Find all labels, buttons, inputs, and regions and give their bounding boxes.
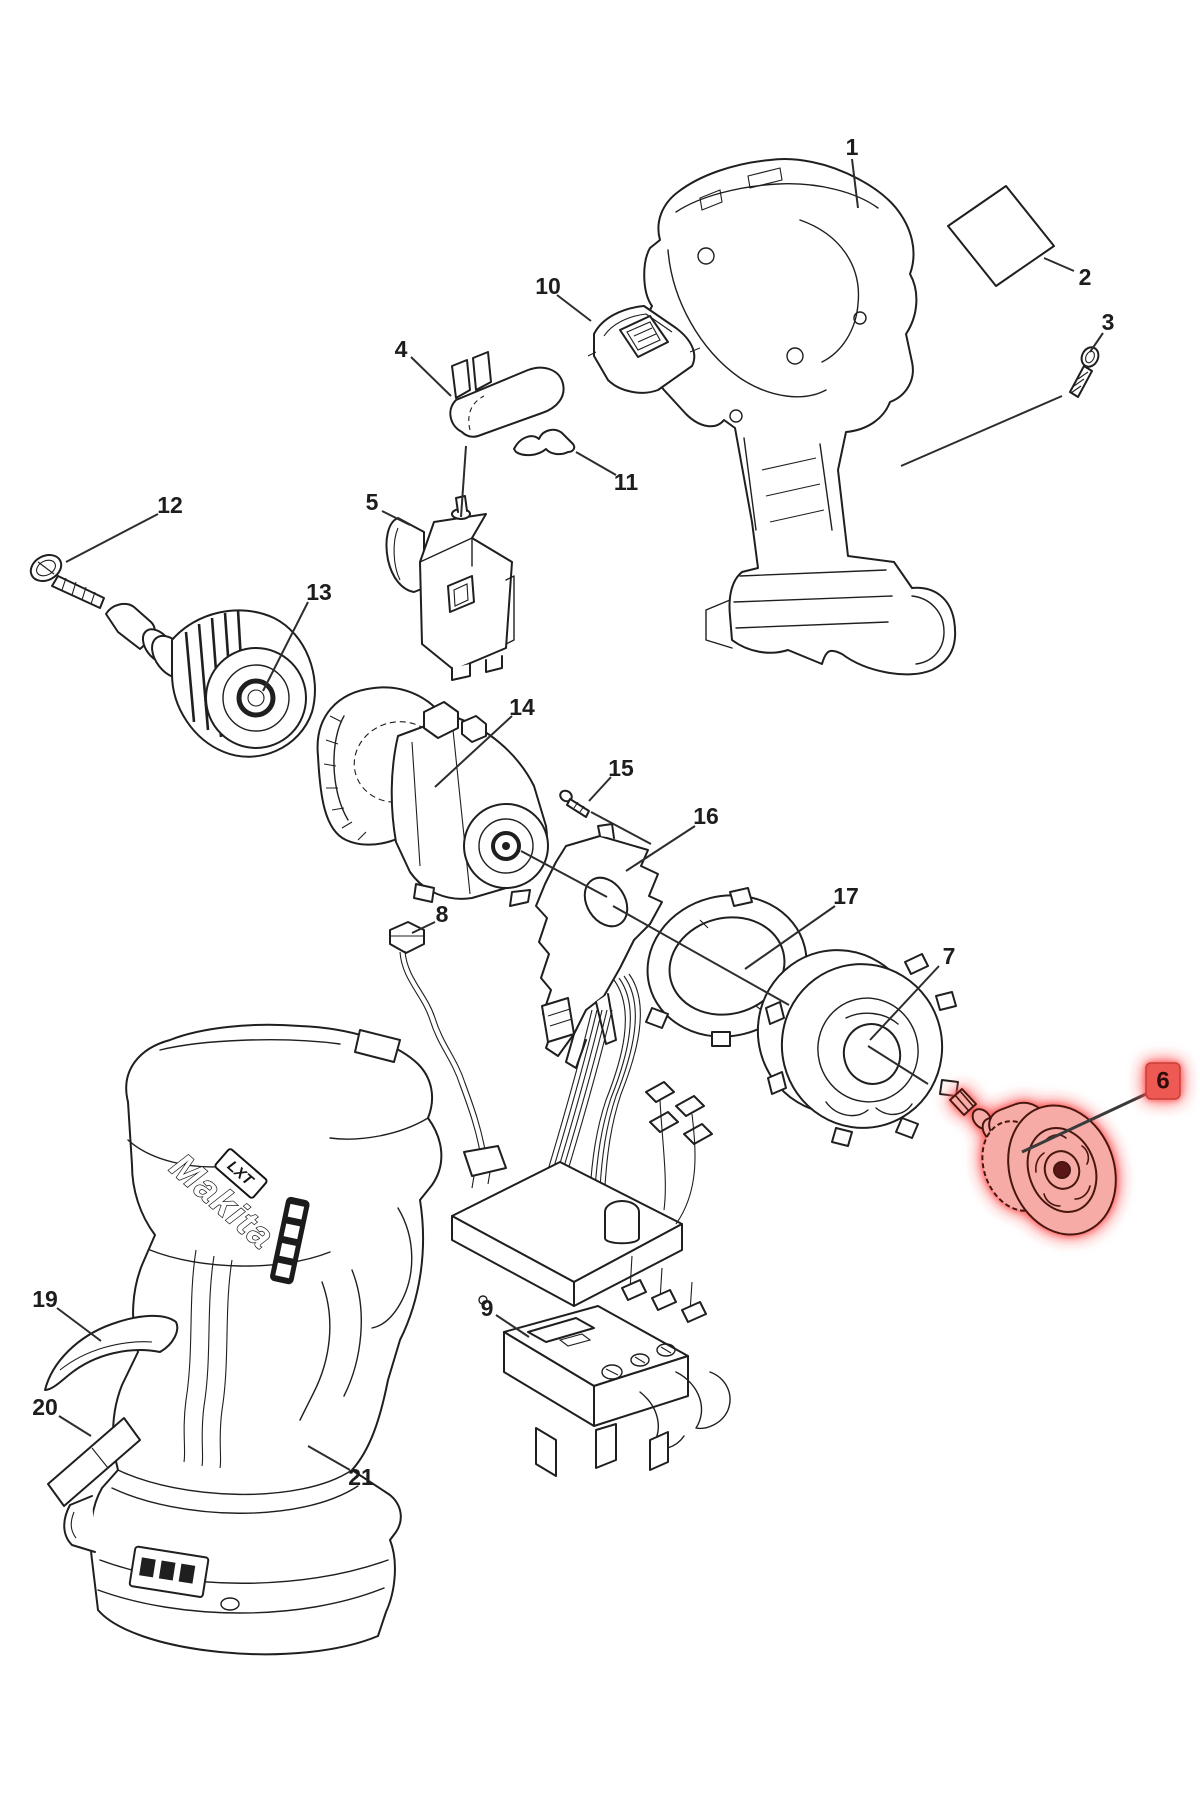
part-number-text: 3 — [1102, 309, 1115, 335]
part-label-11[interactable]: 11 — [575, 451, 639, 495]
leader-line — [1043, 257, 1075, 272]
leader-line — [58, 1415, 92, 1437]
leader-line — [575, 451, 617, 476]
part-housing-drawing — [642, 157, 957, 676]
cert-strip — [270, 1196, 310, 1285]
leader-line — [588, 776, 612, 802]
leader-line — [869, 965, 940, 1041]
part-number-text: 6 — [1156, 1068, 1169, 1095]
assembly-line — [867, 1045, 929, 1085]
assembly-line — [612, 905, 790, 1006]
leader-line — [1021, 1092, 1147, 1154]
part-number-text: 11 — [614, 469, 639, 495]
part-number-text: 14 — [509, 694, 535, 720]
part-lead-wire-drawing — [389, 921, 507, 1189]
part-screw-12-drawing — [29, 554, 105, 609]
leader-line — [307, 1445, 351, 1471]
part-screw-15-drawing — [559, 789, 590, 818]
part-label-4[interactable]: 4 — [395, 336, 452, 397]
part-ring-drawing — [645, 887, 815, 1047]
leader-line — [410, 356, 452, 397]
part-label-17[interactable]: 17 — [744, 883, 859, 970]
part-chuck-drawing — [105, 602, 316, 758]
assembly-line — [520, 850, 608, 898]
part-cover-drawing — [587, 305, 701, 394]
part-label-15[interactable]: 15 — [588, 755, 634, 802]
leader-line — [625, 825, 696, 872]
leader-line — [851, 158, 859, 209]
leader-line — [65, 513, 159, 563]
part-label-7[interactable]: 7 — [869, 943, 956, 1041]
assembly-line — [900, 395, 1063, 467]
part-number-text: 15 — [608, 755, 634, 781]
part-label-14[interactable]: 14 — [434, 694, 535, 788]
part-number-text: 4 — [395, 336, 408, 362]
assembled-drill-drawing: Makita LXT — [63, 1023, 443, 1656]
leader-line — [56, 1307, 102, 1342]
part-number-text: 13 — [306, 579, 332, 605]
part-sticker-19-drawing — [44, 1314, 179, 1391]
part-number-text: 8 — [436, 901, 449, 927]
part-label-10[interactable]: 10 — [535, 273, 592, 322]
part-rotor-drawing — [949, 1088, 1117, 1236]
part-label-16[interactable]: 16 — [625, 803, 719, 872]
assembly-line — [590, 811, 652, 845]
part-label-20[interactable]: 20 — [32, 1394, 92, 1437]
part-clip-drawing — [513, 428, 576, 457]
part-label-13[interactable]: 13 — [262, 579, 332, 692]
part-number-text: 10 — [535, 273, 561, 299]
leader-line — [495, 1314, 530, 1338]
part-label-9[interactable]: 9 — [481, 1295, 530, 1338]
assembly-line — [460, 445, 467, 518]
part-label-21[interactable]: 21 — [307, 1445, 374, 1490]
part-number-text: 16 — [693, 803, 719, 829]
leader-line — [381, 510, 411, 526]
part-number-text: 5 — [366, 489, 379, 515]
part-label-19[interactable]: 19 — [32, 1286, 102, 1342]
part-screw-3-drawing — [1069, 346, 1100, 398]
part-number-text: 17 — [833, 883, 859, 909]
part-label-12[interactable]: 12 — [65, 492, 183, 563]
part-number-text: 20 — [32, 1394, 58, 1420]
highlight-box — [1145, 1062, 1181, 1100]
part-lever-rod-drawing — [449, 351, 565, 438]
part-label-1[interactable]: 1 — [846, 134, 859, 209]
part-terminal-drawing — [503, 1305, 731, 1477]
part-label-6[interactable]: 6 — [1021, 1062, 1181, 1154]
part-number-text: 19 — [32, 1286, 58, 1312]
part-number-text: 9 — [481, 1295, 494, 1321]
part-stator-drawing — [756, 949, 959, 1147]
part-label-8[interactable]: 8 — [411, 901, 449, 934]
part-label-3[interactable]: 3 — [1089, 309, 1115, 353]
part-label-2[interactable]: 2 — [1043, 257, 1092, 290]
part-number-text: 21 — [348, 1464, 374, 1490]
part-sticker-20-drawing — [47, 1417, 141, 1507]
part-switch-drawing — [385, 495, 515, 681]
leader-line — [744, 905, 836, 970]
leader-line — [262, 601, 309, 692]
leader-line — [434, 715, 513, 788]
part-number-text: 7 — [943, 943, 956, 969]
part-gear-assembly-drawing — [316, 686, 549, 907]
part-number-text: 12 — [157, 492, 183, 518]
leader-line — [411, 921, 436, 934]
part-number-text: 2 — [1079, 264, 1092, 290]
controller-wiring-drawing — [451, 973, 713, 1323]
part-name-plate-drawing — [947, 185, 1055, 287]
part-number-text: 1 — [846, 134, 859, 160]
part-label-5[interactable]: 5 — [366, 489, 411, 526]
leader-line — [556, 294, 592, 322]
leader-line — [1089, 332, 1104, 353]
